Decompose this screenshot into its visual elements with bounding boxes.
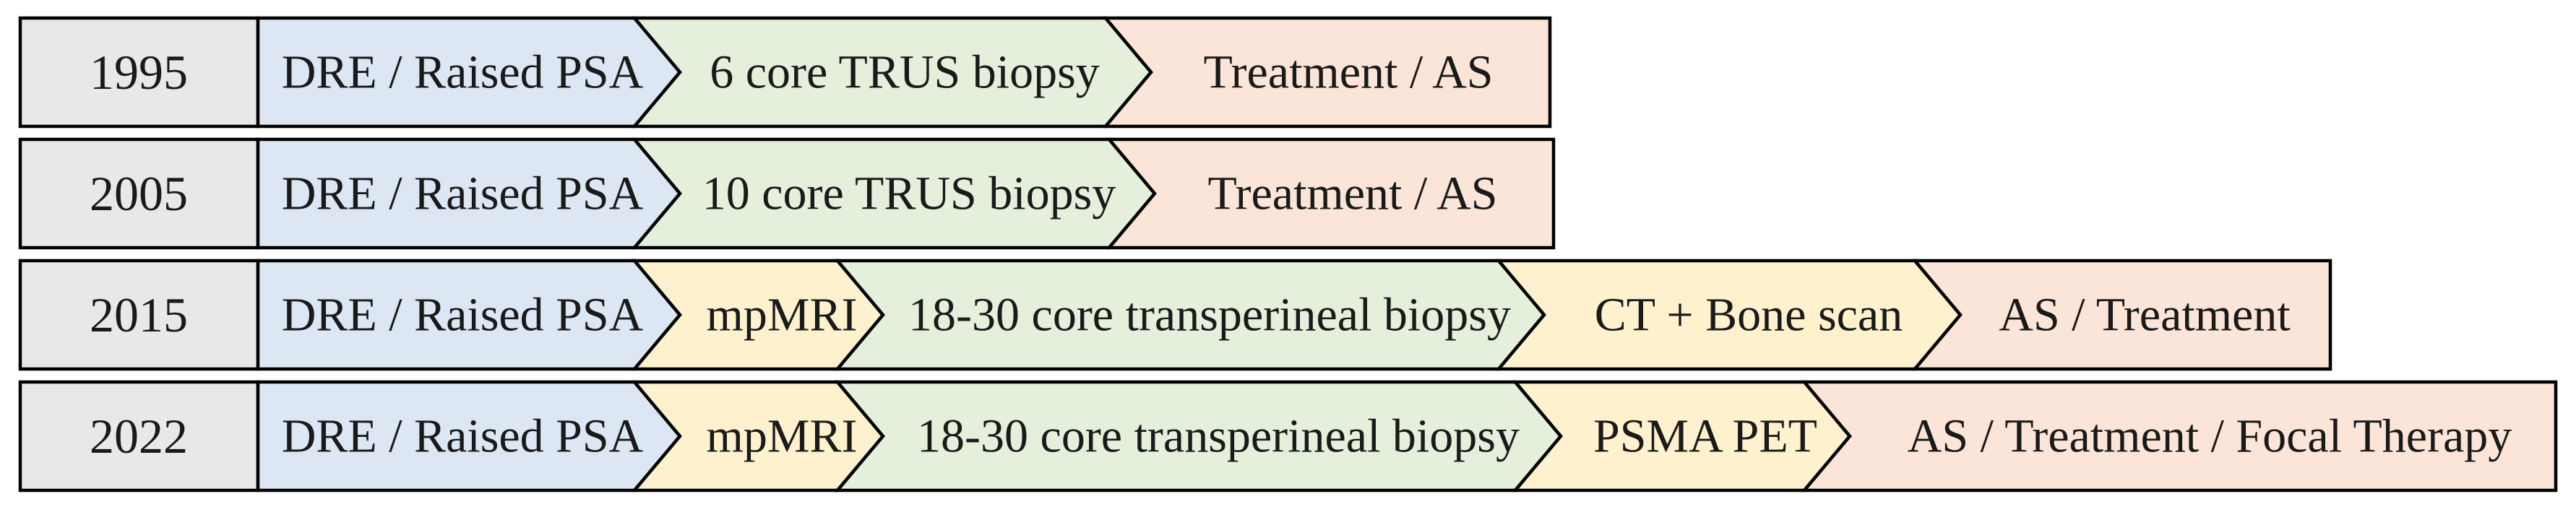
segment-dre-psa-label: DRE / Raised PSA (282, 410, 644, 463)
segment-trus-biopsy-label: 10 core TRUS biopsy (702, 168, 1116, 220)
segment-treatment-as-shape (1102, 16, 1552, 129)
segment-treatment-as-label: Treatment / AS (1204, 46, 1494, 99)
timeline-row-2005: 2005 DRE / Raised PSA 10 core TRUS biops… (18, 137, 1556, 250)
segment-as-treatment-focal-shape (1801, 380, 2558, 493)
year-box-2005 (18, 137, 260, 250)
timeline-row-2015: 2015 DRE / Raised PSA mpMRI 18-30 core t… (18, 259, 2332, 371)
year-label-2015: 2015 (90, 287, 188, 342)
segment-ct-bone-scan-label: CT + Bone scan (1595, 289, 1903, 342)
segment-treatment-as-label: Treatment / AS (1208, 168, 1498, 220)
segment-psma-pet-label: PSMA PET (1593, 410, 1817, 463)
timeline-row-2022: 2022 DRE / Raised PSA mpMRI 18-30 core t… (18, 380, 2558, 493)
segment-as-treatment-focal-label: AS / Treatment / Focal Therapy (1908, 410, 2512, 463)
segment-transperineal-biopsy-label: 18-30 core transperineal biopsy (917, 410, 1520, 463)
segment-dre-psa-label: DRE / Raised PSA (282, 289, 644, 342)
segment-as-treatment-shape (1911, 259, 2332, 371)
year-label-2022: 2022 (90, 409, 188, 464)
segment-dre-psa-label: DRE / Raised PSA (282, 46, 644, 99)
year-label-2005: 2005 (90, 166, 188, 221)
segment-mpmri-label: mpMRI (706, 289, 857, 342)
segment-treatment-as-shape (1106, 137, 1556, 250)
year-box-2015 (18, 259, 260, 371)
segment-as-treatment-label: AS / Treatment (1999, 289, 2290, 342)
segment-transperineal-biopsy-label: 18-30 core transperineal biopsy (908, 289, 1511, 342)
segment-trus-biopsy-label: 6 core TRUS biopsy (710, 46, 1100, 99)
year-label-1995: 1995 (90, 45, 188, 100)
year-box-1995 (18, 16, 260, 129)
timeline-row-1995: 1995 DRE / Raised PSA 6 core TRUS biopsy… (18, 16, 1552, 129)
segment-dre-psa-label: DRE / Raised PSA (282, 168, 644, 220)
segment-mpmri-label: mpMRI (706, 410, 857, 463)
